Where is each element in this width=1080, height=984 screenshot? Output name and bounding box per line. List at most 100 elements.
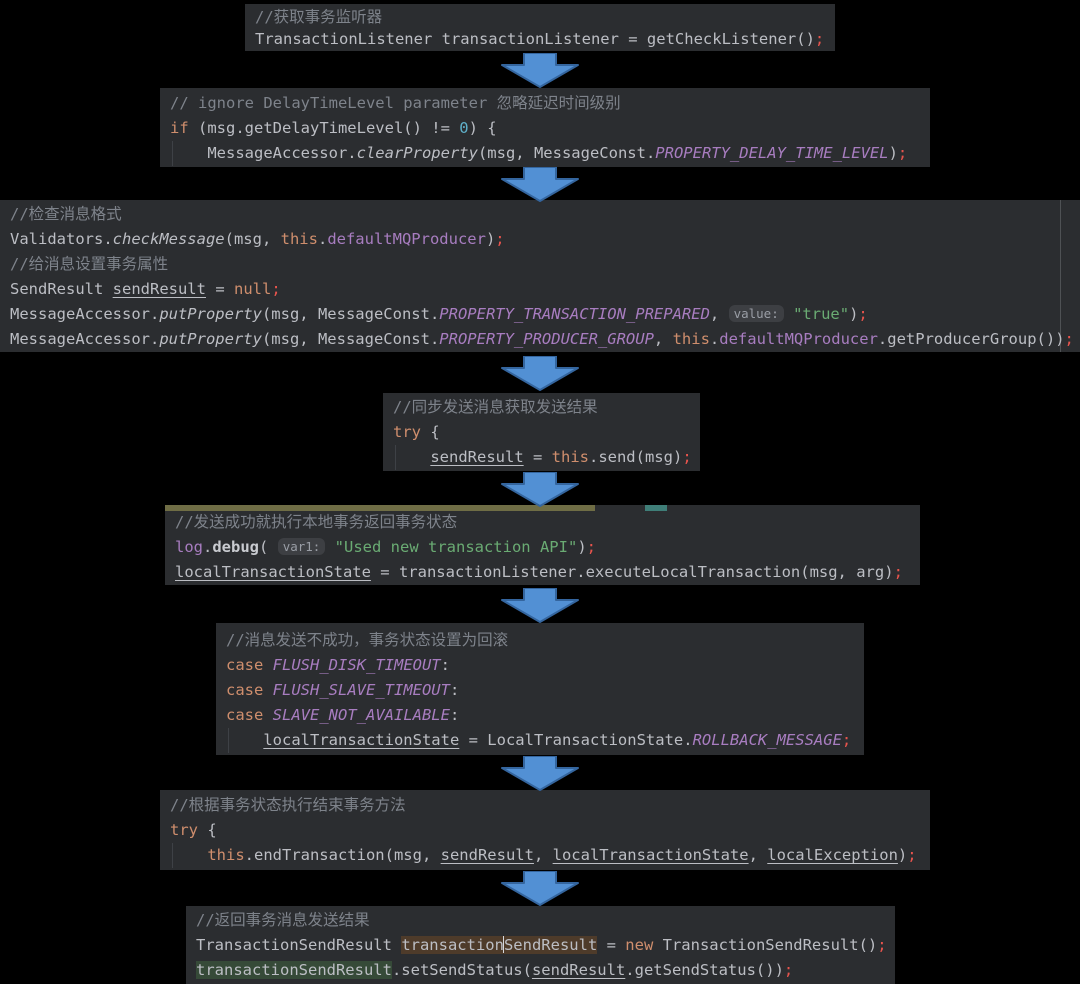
code-segment: .send(msg) [588,448,683,466]
code-line: // ignore DelayTimeLevel parameter 忽略延迟时… [170,91,920,116]
down-arrow-icon [500,52,580,88]
code-segment: = [205,280,234,298]
code-segment: PROPERTY_PRODUCER_GROUP [439,330,654,348]
code-segment: //检查消息格式 [10,205,122,223]
code-segment: //同步发送消息获取发送结果 [393,398,598,416]
code-segment: defaultMQProducer [719,330,878,348]
code-segment: sendResult [440,846,534,864]
code-segment: (msg, MessageConst. [261,330,440,348]
code-segment: ; [858,305,868,323]
code-segment: localTransactionState [263,731,460,749]
code-segment: localTransactionState [175,563,371,581]
code-line: if (msg.getDelayTimeLevel() != 0) { [170,116,920,141]
editor-right-margin-guide [1060,200,1061,352]
code-segment: , [748,846,768,864]
code-segment [784,305,793,323]
param-name-hint: value: [728,305,784,322]
param-name-hint: var1: [277,538,326,555]
code-segment: try [393,423,421,441]
code-line: //消息发送不成功，事务状态设置为回滚 [226,628,854,653]
code-segment: //发送成功就执行本地事务返回事务状态 [175,513,458,531]
code-segment: ) [888,144,898,162]
code-segment: SLAVE_NOT_AVAILABLE [272,706,450,724]
code-segment: new [625,936,654,954]
code-segment: . [709,330,720,348]
code-block-rollback-cases: //消息发送不成功，事务状态设置为回滚 case FLUSH_DISK_TIMEO… [216,623,864,755]
code-segment: ; [682,448,692,466]
code-segment: SendResult [10,280,113,298]
code-line: TransactionSendResult transactionSendRes… [196,933,887,958]
code-segment: ) [577,538,587,556]
code-segment: (msg, MessageConst. [477,144,656,162]
code-segment: // ignore DelayTimeLevel parameter 忽略延迟时… [170,94,621,112]
code-line: MessageAccessor.putProperty(msg, Message… [10,302,1070,327]
code-segment: , [709,305,729,323]
code-segment: log [175,538,203,556]
down-arrow-icon [500,471,580,507]
code-segment: = transactionListener.executeLocalTransa… [370,563,894,581]
code-line: MessageAccessor.clearProperty(msg, Messa… [170,141,920,166]
code-segment: transaction [401,936,504,954]
code-segment: (msg.getDelayTimeLevel() != [188,119,460,137]
code-line: try { [170,818,920,843]
code-segment: , [653,330,673,348]
code-segment: debug [212,538,260,556]
code-segment [226,731,263,749]
code-line: //获取事务监听器 [255,6,825,28]
code-segment [170,846,207,864]
code-segment: if [170,119,189,137]
indent-guide [172,843,173,868]
code-segment: Validators. [10,230,113,248]
code-segment: case [226,706,273,724]
code-segment: sendResult [531,961,626,979]
code-segment: ; [877,936,887,954]
code-line: Validators.checkMessage(msg, this.defaul… [10,227,1070,252]
down-arrow-icon [500,166,580,202]
code-segment: .getSendStatus()) [625,961,784,979]
indent-guide [172,141,173,166]
down-arrow-icon [500,355,580,391]
code-block-check-message-set-transaction-props: //检查消息格式 Validators.checkMessage(msg, thi… [0,200,1080,352]
code-segment: FLUSH_SLAVE_TIMEOUT [272,681,450,699]
code-segment: . [203,538,213,556]
code-line: localTransactionState = LocalTransaction… [226,728,854,753]
down-arrow-icon [500,755,580,791]
code-segment: FLUSH_DISK_TIMEOUT [272,656,441,674]
code-segment: (msg, MessageConst. [261,305,440,323]
code-segment: MessageAccessor. [170,144,357,162]
code-line: //检查消息格式 [10,202,1070,227]
code-segment: "true" [793,305,850,323]
code-segment: ; [897,144,908,162]
code-segment: TransactionSendResult() [653,936,878,954]
code-segment: //给消息设置事务属性 [10,255,169,273]
code-segment: sendResult [112,280,206,298]
indent-guide [228,728,229,753]
code-segment: ( [259,538,278,556]
code-line: try { [393,420,690,445]
code-segment: . [317,230,328,248]
code-segment: sendResult [430,448,524,466]
code-segment: ; [586,538,596,556]
code-segment: ; [841,731,852,749]
code-segment: { [421,423,440,441]
code-segment: ) [485,230,496,248]
code-segment: ; [814,30,825,48]
code-segment: TransactionSendResult [196,936,402,954]
code-segment: this [280,230,318,248]
code-line: transactionSendResult.setSendStatus(send… [196,958,885,983]
code-segment: case [226,656,273,674]
code-line: MessageAccessor.putProperty(msg, Message… [10,327,1074,352]
code-line: case SLAVE_NOT_AVAILABLE: [226,703,854,728]
code-segment [393,448,430,466]
code-segment: defaultMQProducer [327,230,486,248]
code-segment: localTransactionState [552,846,749,864]
code-segment: = [597,936,626,954]
code-segment: ) { [468,119,497,137]
code-segment: transactionSendResult [196,961,392,979]
code-segment: ; [495,230,505,248]
code-segment: , [533,846,553,864]
